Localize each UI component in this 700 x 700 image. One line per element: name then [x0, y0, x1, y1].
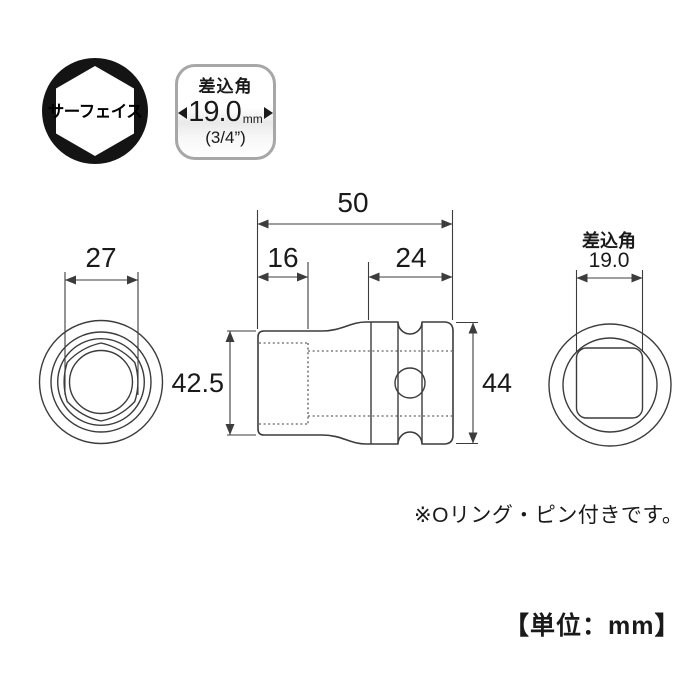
front-middle-circle — [50, 331, 152, 433]
back-view: 差込角 19.0 — [548, 230, 672, 447]
dim-42-5-label: 42.5 — [171, 368, 224, 398]
badge-inch-size: (3/4”) — [205, 128, 246, 147]
dim-27-label: 27 — [85, 242, 116, 273]
front-outer-circle — [38, 319, 164, 445]
badge-drive-value: 19.0 — [188, 96, 241, 128]
front-view: 27 — [38, 242, 164, 445]
dim-19-label: 19.0 — [589, 249, 630, 272]
unit-label: 【単位：mm】 — [504, 612, 681, 640]
logo-brand-text: サーフェイス — [48, 103, 143, 121]
badge-value-row: 19.0 mm — [178, 96, 273, 128]
right-arrow-icon — [263, 106, 273, 119]
dim-24-label: 24 — [395, 242, 426, 273]
dim-50-label: 50 — [337, 187, 368, 218]
drive-size-badge: 差込角 19.0 mm (3/4”) — [175, 64, 276, 160]
pin-hole — [394, 367, 426, 399]
square-drive-hole — [575, 347, 644, 419]
badge-title: 差込角 — [198, 77, 253, 96]
badge-drive-unit: mm — [242, 112, 263, 126]
front-chamfer-circle — [57, 338, 145, 427]
front-bore-bottom-circle — [68, 349, 134, 415]
back-outer-circle — [548, 323, 672, 447]
back-drive-label: 差込角 — [582, 230, 636, 251]
back-inner-circle — [562, 337, 658, 433]
side-view: 50 16 24 42.5 44 — [171, 187, 512, 445]
front-hex-bore — [63, 342, 139, 422]
side-body-outline — [257, 321, 454, 445]
dim-16-label: 16 — [267, 242, 298, 273]
oring-note: ※Oリング・ピン付きです。 — [414, 504, 684, 527]
dim-44-label: 44 — [482, 368, 512, 398]
hexagon-icon — [56, 66, 134, 156]
surface-logo: サーフェイス — [42, 58, 148, 164]
left-arrow-icon — [178, 106, 188, 119]
